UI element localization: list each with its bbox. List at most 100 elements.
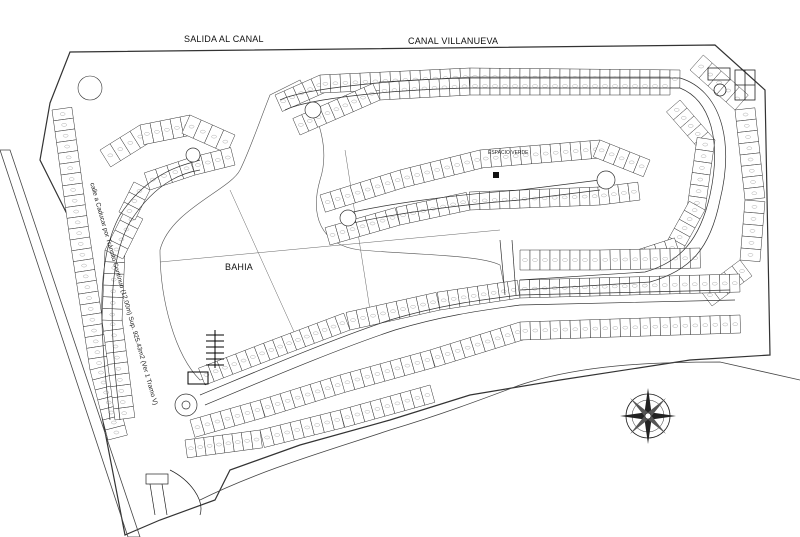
lot-marker: [642, 283, 648, 288]
lot: [378, 81, 391, 101]
lot-marker: [751, 191, 757, 195]
lot-marker: [197, 445, 203, 449]
lot: [629, 76, 641, 96]
lot-marker: [682, 256, 688, 260]
lot-marker: [532, 84, 538, 88]
lot: [659, 316, 671, 336]
lot-marker: [66, 155, 72, 160]
lot-marker: [81, 263, 87, 268]
lot-marker: [592, 258, 598, 262]
lot-marker: [61, 123, 67, 127]
lot-marker: [622, 326, 628, 330]
lot: [549, 320, 561, 340]
lot: [499, 190, 511, 210]
lot-marker: [455, 349, 461, 353]
lot-marker: [622, 84, 628, 88]
lot-marker: [513, 154, 519, 158]
lot-marker: [389, 216, 396, 220]
lot: [458, 76, 471, 96]
lot-marker: [360, 316, 366, 320]
lot-marker: [749, 169, 755, 173]
lot-marker: [642, 84, 648, 88]
lot: [559, 249, 571, 271]
club-marker: [77, 75, 103, 101]
lot: [569, 249, 581, 271]
lot-marker: [194, 425, 201, 429]
lot-marker: [485, 339, 491, 344]
lot-marker: [284, 430, 290, 435]
lot: [489, 76, 501, 96]
lot-marker: [674, 108, 680, 112]
lot-marker: [749, 229, 756, 233]
lot-marker: [315, 389, 321, 394]
lot-marker: [344, 380, 351, 384]
lots-northwest-peninsula: [99, 114, 236, 221]
lot-marker: [481, 292, 487, 296]
lot-marker: [652, 84, 658, 88]
internal-roads: [101, 77, 736, 421]
lot-marker: [339, 230, 346, 234]
lot-marker: [235, 440, 241, 444]
lot-marker: [305, 392, 311, 397]
lot-marker: [472, 199, 478, 203]
tennis-court-icon: [707, 67, 756, 101]
lot: [105, 424, 128, 441]
lot-marker: [286, 341, 292, 345]
lot-marker: [225, 155, 231, 160]
lot: [609, 76, 621, 96]
lot-marker: [375, 184, 381, 189]
lot-marker: [512, 197, 518, 201]
lot-marker: [460, 200, 466, 204]
lot-marker: [552, 84, 558, 88]
lot-marker: [103, 390, 109, 395]
lot-marker: [572, 258, 578, 262]
lot-marker: [126, 209, 133, 213]
lot-marker: [552, 328, 558, 332]
lot-marker: [127, 141, 133, 145]
lot-marker: [342, 103, 348, 108]
lot-marker: [420, 302, 426, 307]
lot-marker: [461, 295, 467, 299]
lot-marker: [501, 289, 507, 293]
lot: [507, 279, 521, 300]
lot-marker: [592, 194, 598, 198]
lot-marker: [652, 325, 658, 329]
lot-marker: [195, 163, 201, 167]
lot: [627, 181, 641, 202]
lot-marker: [350, 318, 356, 322]
lot-marker: [118, 389, 124, 393]
lot-marker: [355, 191, 361, 195]
lot: [529, 76, 541, 96]
lot: [329, 73, 342, 93]
lot: [549, 143, 562, 163]
lot-marker: [702, 282, 708, 286]
lot-marker: [345, 194, 351, 198]
lot: [519, 76, 531, 96]
lot-marker: [329, 233, 336, 237]
lot-marker: [522, 287, 528, 291]
lot-marker: [314, 423, 320, 427]
lot-marker: [73, 209, 79, 214]
lot-marker: [688, 124, 694, 128]
lot: [388, 80, 401, 100]
lot: [649, 248, 661, 270]
lot-marker: [414, 361, 421, 365]
lot: [329, 409, 345, 431]
lot-marker: [750, 217, 757, 221]
lot-marker: [106, 400, 112, 405]
lot-marker: [112, 344, 119, 349]
lot-marker: [512, 84, 518, 88]
lot: [519, 249, 531, 271]
lot-marker: [321, 328, 328, 332]
lot-marker: [154, 130, 160, 134]
lot-marker: [621, 191, 627, 195]
lot-marker: [553, 151, 559, 155]
lot-marker: [414, 396, 421, 400]
lot-marker: [313, 331, 319, 335]
lot-marker: [370, 314, 376, 318]
lot-marker: [304, 425, 310, 430]
lot-marker: [450, 202, 456, 207]
lot: [249, 399, 266, 421]
lot-marker: [253, 437, 260, 442]
lot-marker: [695, 189, 702, 193]
